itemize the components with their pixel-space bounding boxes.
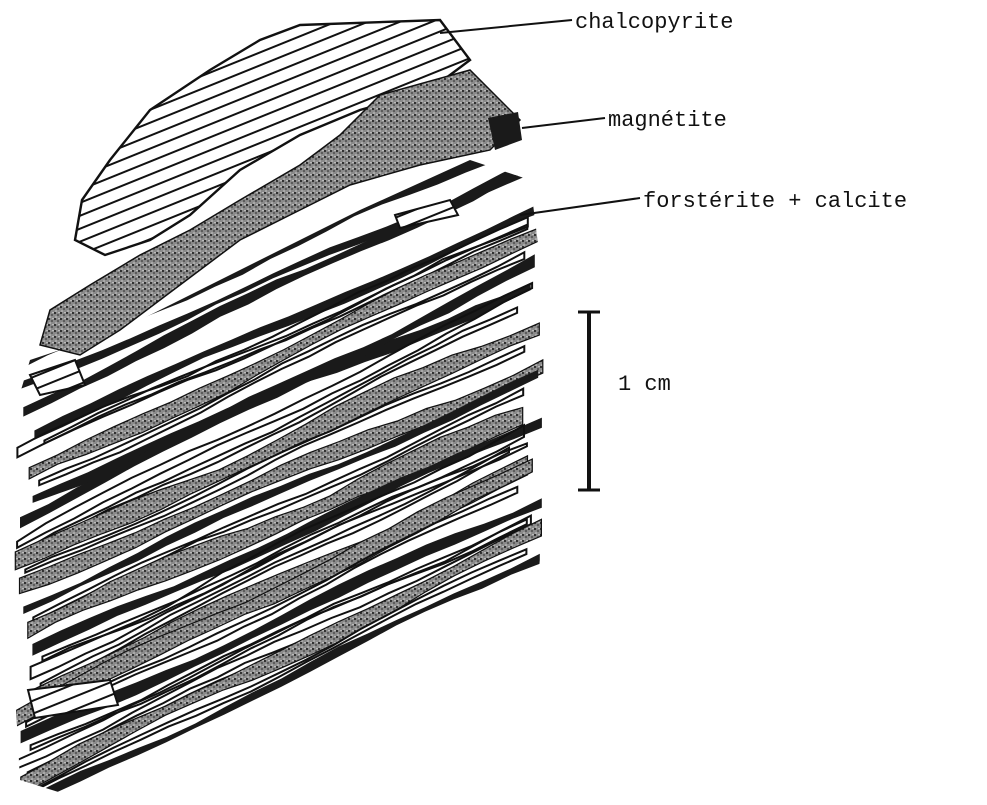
chalcopyrite-patch-mid — [395, 200, 458, 228]
chalcopyrite-label: chalcopyrite — [575, 10, 733, 35]
chalcopyrite-leader-line — [440, 20, 572, 33]
magnetite-label: magnétite — [608, 108, 727, 133]
forsterite-calcite-leader-line — [520, 198, 640, 215]
scale-bar — [578, 312, 600, 490]
forsterite-calcite-label: forstérite + calcite — [643, 189, 907, 214]
magnetite-leader-line — [522, 118, 605, 128]
scale-bar-label: 1 cm — [618, 372, 671, 397]
rock-specimen — [15, 20, 543, 805]
